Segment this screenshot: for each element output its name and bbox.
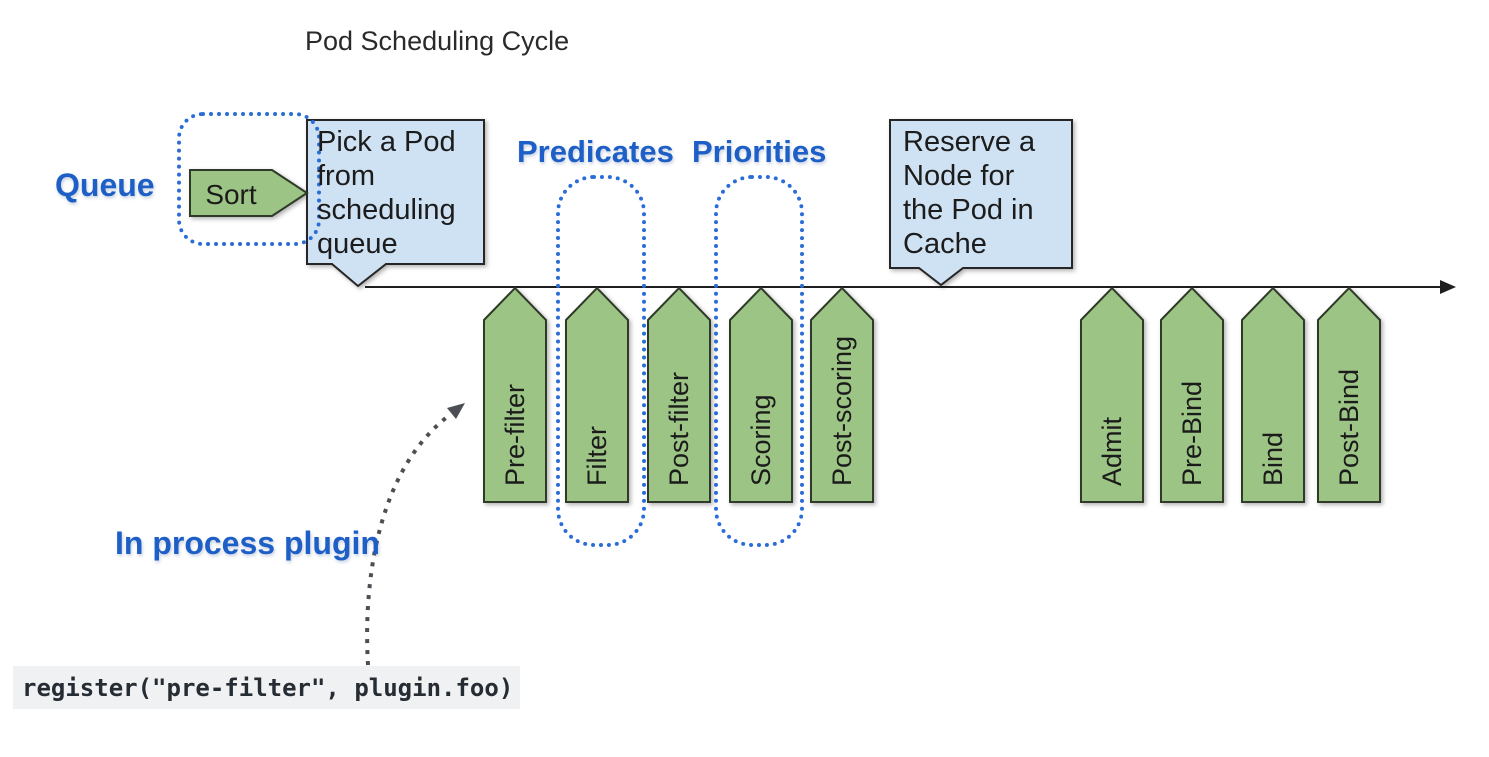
- code-to-prefilter-arrow: [365, 412, 453, 666]
- stage-shape-bind: [1241, 286, 1305, 503]
- stage-shape-scoring: [729, 286, 793, 503]
- callout-line: scheduling: [317, 194, 456, 226]
- predicates-label: Predicates: [517, 134, 674, 169]
- timeline-arrowhead-icon: [1440, 280, 1456, 294]
- queue-group-outline: [177, 112, 321, 246]
- predicates-group-outline: [556, 175, 646, 547]
- callout-line: from: [317, 160, 375, 192]
- stage-label-bind: Bind: [1258, 431, 1288, 486]
- code-to-prefilter-arrowhead-icon: [447, 403, 465, 419]
- stage-label-post-filter: Post-filter: [664, 371, 694, 486]
- stage-label-pre-bind: Pre-Bind: [1177, 380, 1207, 486]
- callout-line: the Pod in: [903, 194, 1034, 226]
- sort-stage-shape: [189, 169, 309, 217]
- stage-label-post-bind: Post-Bind: [1334, 368, 1364, 486]
- stage-shape-post-bind: [1317, 286, 1381, 503]
- stage-label-scoring: Scoring: [746, 394, 776, 486]
- sort-stage-label: Sort: [205, 179, 257, 210]
- diagram-title: Pod Scheduling Cycle: [305, 26, 570, 56]
- callout-line: Cache: [903, 228, 987, 260]
- stage-shape-admit: [1080, 286, 1144, 503]
- priorities-group-outline: [714, 175, 804, 547]
- reserve-node-callout-text: Reserve a Node for the Pod in Cache: [903, 125, 1035, 261]
- callout-line: Pick a Pod: [317, 126, 456, 158]
- in-process-plugin-label: In process plugin: [115, 525, 380, 561]
- stage-shape-post-scoring: [810, 286, 874, 503]
- stage-shape-pre-filter: [483, 286, 547, 503]
- stage-label-filter: Filter: [582, 426, 612, 486]
- callout-line: Reserve a: [903, 126, 1036, 158]
- stage-label-admit: Admit: [1097, 416, 1127, 486]
- stage-shape-filter: [565, 286, 629, 503]
- priorities-label: Priorities: [692, 134, 827, 169]
- queue-label: Queue: [55, 167, 155, 203]
- callout-line: queue: [317, 228, 398, 260]
- stage-label-post-scoring: Post-scoring: [827, 335, 857, 486]
- stage-shape-pre-bind: [1160, 286, 1224, 503]
- register-code-text: register("pre-filter", plugin.foo): [22, 673, 514, 702]
- callout-line: Node for: [903, 160, 1015, 192]
- stage-label-pre-filter: Pre-filter: [500, 383, 530, 486]
- pick-pod-callout-text: Pick a Pod from scheduling queue: [317, 125, 456, 261]
- stage-shape-post-filter: [647, 286, 711, 503]
- register-code-block: register("pre-filter", plugin.foo): [13, 666, 520, 709]
- reserve-node-callout-bubble: [889, 119, 1073, 287]
- pick-pod-callout-bubble: [306, 119, 485, 288]
